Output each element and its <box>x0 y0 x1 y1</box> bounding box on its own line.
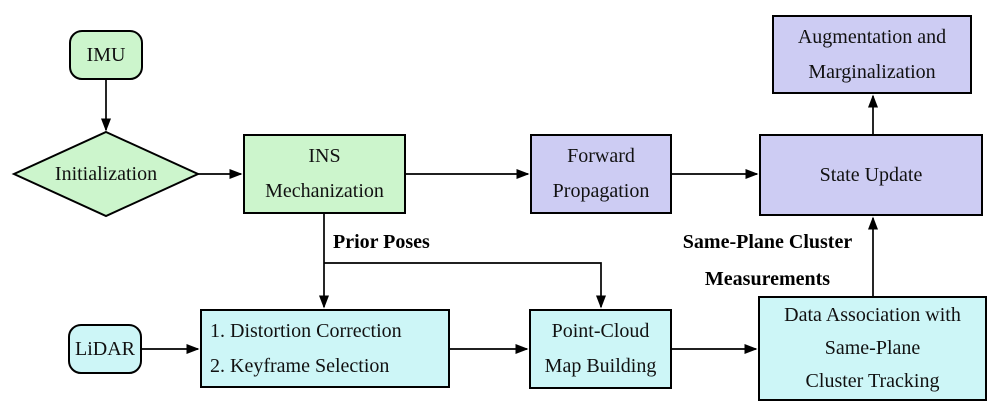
node-augmentation-marginalization: Augmentation and Marginalization <box>772 15 972 94</box>
label-line: Map Building <box>544 355 657 377</box>
node-imu: IMU <box>69 30 143 80</box>
node-lidar: LiDAR <box>68 324 142 374</box>
label-line: Marginalization <box>808 60 936 83</box>
label-line: Same-Plane <box>824 337 921 359</box>
arrow-prior-poses-branch-to-map-building <box>324 262 606 309</box>
initialization-diamond-shape <box>11 130 201 218</box>
edge-label-same-plane-cluster-measurements: Same-Plane Cluster Measurements <box>660 224 875 298</box>
node-forward-propagation: Forward Propagation <box>530 134 672 214</box>
label-line: Cluster Tracking <box>805 370 940 392</box>
label-line: INS <box>308 145 341 167</box>
node-point-cloud-map-building: Point-Cloud Map Building <box>529 309 672 389</box>
node-imu-label: IMU <box>86 43 126 66</box>
node-state-update: State Update <box>759 134 983 216</box>
label-line: Data Association with <box>784 304 961 326</box>
label-line: Augmentation and <box>797 25 947 48</box>
label-line: Point-Cloud <box>551 320 650 342</box>
node-lidar-label: LiDAR <box>75 337 135 360</box>
label-line: Measurements <box>704 268 831 290</box>
label-line: 2. Keyframe Selection <box>210 354 390 377</box>
label-line: Forward <box>567 145 635 167</box>
node-data-association: Data Association with Same-Plane Cluster… <box>758 296 987 401</box>
node-ins-mechanization: INS Mechanization <box>243 134 406 214</box>
node-initialization-label: Initialization <box>54 162 158 185</box>
label-line: Mechanization <box>265 180 384 202</box>
node-lidar-preprocessing: 1. Distortion Correction 2. Keyframe Sel… <box>200 309 450 388</box>
label-line: 1. Distortion Correction <box>210 319 402 342</box>
edge-label-prior-poses: Prior Poses <box>333 231 430 253</box>
label-line: Propagation <box>552 180 650 202</box>
node-state-update-label: State Update <box>819 163 923 186</box>
label-line: Same-Plane Cluster <box>682 231 853 253</box>
